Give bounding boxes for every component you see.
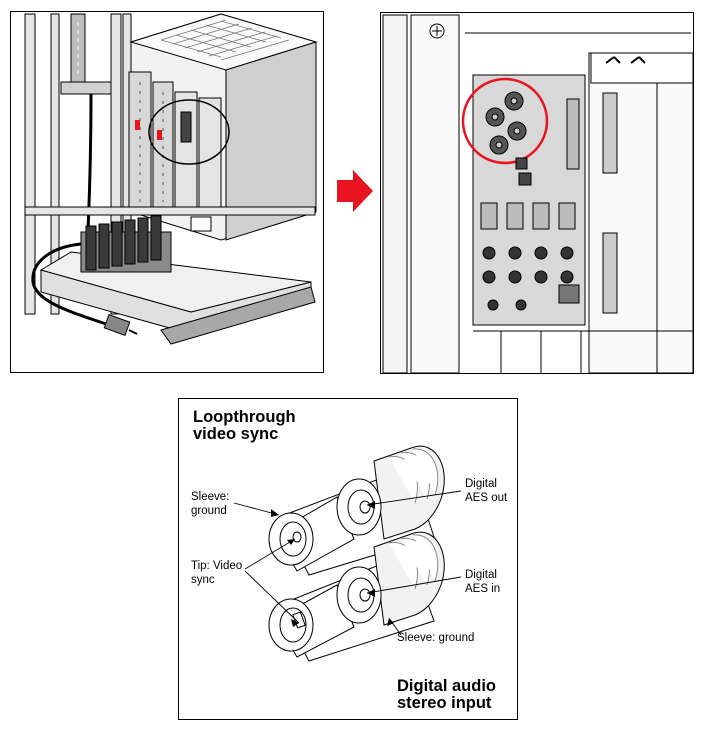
title-line-2: stereo input bbox=[397, 694, 492, 712]
label-line: Tip: Video bbox=[191, 560, 243, 572]
label-line: Digital bbox=[465, 478, 497, 490]
rack-illustration-panel bbox=[10, 11, 324, 373]
arrow-right-icon bbox=[335, 170, 375, 212]
title-line-2: video sync bbox=[193, 425, 279, 443]
label-line: Sleeve: bbox=[191, 491, 230, 503]
label-sleeve-ground-top: Sleeve: ground bbox=[191, 490, 229, 518]
rack-illustration bbox=[24, 13, 318, 345]
label-tip-video-sync: Tip: Video sync bbox=[191, 559, 242, 587]
label-line: ground bbox=[191, 505, 227, 517]
connector-illustration bbox=[233, 445, 462, 662]
io-panel-illustration bbox=[382, 14, 693, 373]
label-line: AES out bbox=[465, 492, 508, 504]
title-line-1: Loopthrough bbox=[193, 408, 296, 426]
label-line: AES in bbox=[465, 583, 501, 595]
connector-detail-panel: Loopthrough video sync Sleeve: ground Ti… bbox=[178, 398, 518, 720]
title-digital-audio-stereo-input: Digital audio stereo input bbox=[397, 678, 496, 712]
label-digital-aes-in: Digital AES in bbox=[465, 568, 500, 596]
title-loopthrough-video-sync: Loopthrough video sync bbox=[193, 409, 296, 443]
title-line-1: Digital audio bbox=[397, 677, 496, 695]
label-digital-aes-out: Digital AES out bbox=[465, 477, 507, 505]
label-sleeve-ground-bottom: Sleeve: ground bbox=[397, 632, 475, 644]
label-line: Digital bbox=[465, 569, 497, 581]
io-panel-closeup bbox=[380, 12, 694, 374]
label-line: sync bbox=[191, 574, 215, 586]
